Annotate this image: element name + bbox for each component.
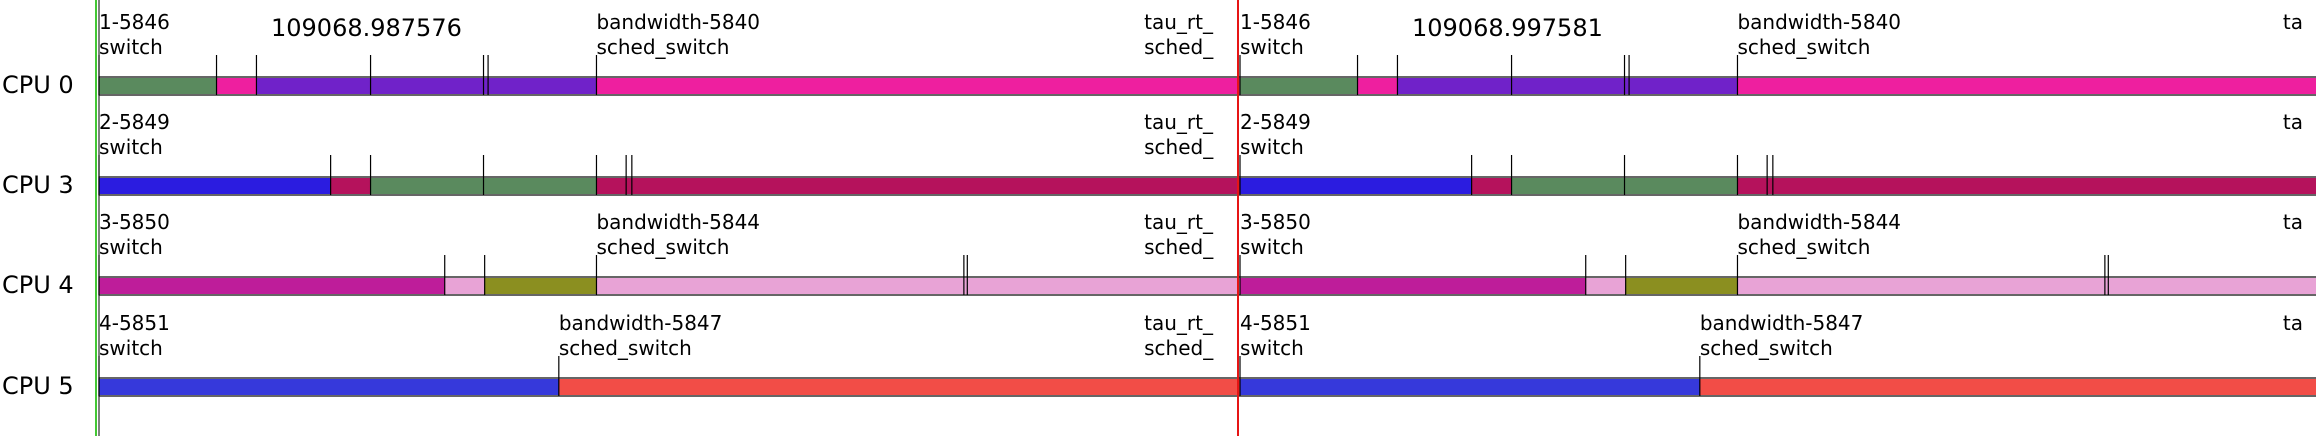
event-name: 1-5846 (1240, 10, 1311, 34)
event-type: sched_ (1144, 235, 1214, 259)
event-name: 2-5849 (1240, 110, 1311, 134)
event-name: bandwidth-5844 (596, 210, 760, 234)
event-name: tau_rt_ (1144, 210, 1214, 234)
event-name: bandwidth-5840 (1737, 10, 1901, 34)
event-name: 4-5851 (1240, 311, 1311, 335)
task-segment[interactable] (330, 178, 371, 194)
event-type: switch (1240, 135, 1304, 159)
event-name: tau_rt_ (1144, 110, 1214, 134)
timestamp-labels: 109068.987576 109068.997581 (271, 14, 1603, 42)
task-segment[interactable] (99, 278, 445, 294)
task-segment[interactable] (1625, 278, 1738, 294)
task-segment[interactable] (1737, 178, 2316, 194)
task-segment[interactable] (1699, 379, 2316, 395)
event-type: switch (1240, 235, 1304, 259)
task-segment[interactable] (99, 178, 331, 194)
cpu-rows: CPU 01-5846switchbandwidth-5840sched_swi… (2, 10, 2316, 400)
task-segment[interactable] (1240, 278, 1586, 294)
task-segment[interactable] (596, 278, 1240, 294)
event-name: bandwidth-5847 (559, 311, 723, 335)
event-name: 4-5851 (99, 311, 170, 335)
event-name: ta (2283, 10, 2303, 34)
event-name: ta (2283, 210, 2303, 234)
event-type: switch (99, 135, 163, 159)
event-name: ta (2283, 110, 2303, 134)
task-segment[interactable] (484, 278, 597, 294)
event-name: 3-5850 (1240, 210, 1311, 234)
task-segment[interactable] (256, 78, 597, 94)
event-type: sched_switch (1737, 235, 1870, 259)
task-segment[interactable] (1397, 78, 1738, 94)
event-name: tau_rt_ (1144, 10, 1214, 34)
event-type: sched_switch (596, 235, 729, 259)
task-segment[interactable] (1737, 78, 2316, 94)
cpu-row[interactable]: CPU 54-5851switchbandwidth-5847sched_swi… (2, 311, 2316, 400)
event-type: sched_ (1144, 135, 1214, 159)
cpu-row[interactable]: CPU 01-5846switchbandwidth-5840sched_swi… (2, 10, 2316, 99)
event-type: sched_switch (559, 336, 692, 360)
cpu-label: CPU 0 (2, 71, 74, 99)
event-name: bandwidth-5844 (1737, 210, 1901, 234)
event-type: switch (99, 235, 163, 259)
cpu-label: CPU 3 (2, 171, 74, 199)
event-type: switch (1240, 336, 1304, 360)
event-name: bandwidth-5840 (596, 10, 760, 34)
timestamp-label: 109068.987576 (271, 14, 462, 42)
task-segment[interactable] (1737, 278, 2316, 294)
timestamp-label: 109068.997581 (1412, 14, 1603, 42)
event-name: 3-5850 (99, 210, 170, 234)
task-segment[interactable] (558, 379, 1240, 395)
cpu-row[interactable]: CPU 43-5850switchbandwidth-5844sched_swi… (2, 210, 2316, 299)
event-type: switch (1240, 35, 1304, 59)
task-segment[interactable] (1585, 278, 1626, 294)
task-segment[interactable] (1240, 78, 1358, 94)
cpu-label: CPU 5 (2, 372, 74, 400)
event-name: bandwidth-5847 (1700, 311, 1864, 335)
event-type: sched_switch (1700, 336, 1833, 360)
event-name: ta (2283, 311, 2303, 335)
event-type: sched_ (1144, 35, 1214, 59)
task-segment[interactable] (1240, 178, 1472, 194)
event-name: 1-5846 (99, 10, 170, 34)
task-segment[interactable] (1471, 178, 1512, 194)
task-segment[interactable] (1357, 78, 1398, 94)
task-segment[interactable] (216, 78, 257, 94)
event-type: sched_switch (1737, 35, 1870, 59)
cpu-row[interactable]: CPU 32-5849switchtau_rt_sched_2-5849swit… (2, 110, 2316, 199)
cpu-label: CPU 4 (2, 271, 74, 299)
event-type: sched_switch (596, 35, 729, 59)
event-type: switch (99, 336, 163, 360)
event-name: tau_rt_ (1144, 311, 1214, 335)
event-name: 2-5849 (99, 110, 170, 134)
task-segment[interactable] (99, 78, 217, 94)
task-segment[interactable] (596, 78, 1240, 94)
task-segment[interactable] (444, 278, 485, 294)
task-segment[interactable] (1240, 379, 1700, 395)
event-type: switch (99, 35, 163, 59)
task-segment[interactable] (596, 178, 1240, 194)
task-segment[interactable] (99, 379, 559, 395)
event-type: sched_ (1144, 336, 1214, 360)
